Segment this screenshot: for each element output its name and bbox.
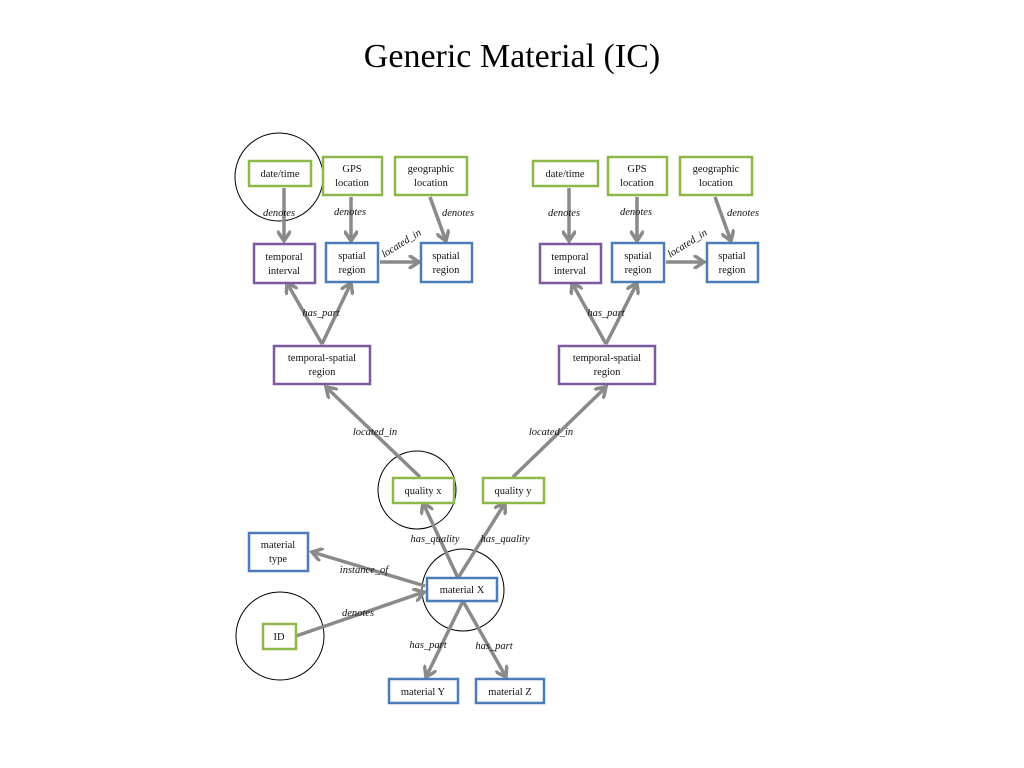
svg-text:spatial: spatial xyxy=(432,251,459,262)
edge-has-part-ti-right xyxy=(572,283,608,345)
node-temporal-interval-left[interactable]: temporal interval xyxy=(252,242,317,285)
svg-text:interval: interval xyxy=(268,266,300,277)
svg-text:GPS: GPS xyxy=(627,164,646,175)
svg-text:date/time: date/time xyxy=(260,169,299,180)
svg-text:region: region xyxy=(339,265,367,276)
node-datetime-right[interactable]: date/time xyxy=(531,159,600,188)
highlight-circle-quality-x xyxy=(377,450,457,530)
svg-text:material X: material X xyxy=(440,585,485,596)
label-has-part: has_part xyxy=(302,308,340,319)
svg-text:spatial: spatial xyxy=(718,251,745,262)
svg-text:region: region xyxy=(719,265,747,276)
edge-has-quality-x xyxy=(423,503,460,579)
label-has-quality: has_quality xyxy=(481,534,530,545)
label-has-quality: has_quality xyxy=(411,534,460,545)
svg-text:temporal-spatial: temporal-spatial xyxy=(288,353,356,364)
label-has-part: has_part xyxy=(587,308,625,319)
label-located-in: located_in xyxy=(666,227,709,260)
label-denotes: denotes xyxy=(342,608,374,619)
label-denotes: denotes xyxy=(727,208,759,219)
highlight-circle-id xyxy=(235,591,325,681)
label-denotes: denotes xyxy=(548,208,580,219)
svg-text:material Z: material Z xyxy=(488,687,531,698)
edge-has-part-my xyxy=(426,600,465,677)
label-located-in: located_in xyxy=(353,427,397,438)
edge-instance-of xyxy=(312,552,426,588)
label-denotes: denotes xyxy=(442,208,474,219)
node-datetime-left[interactable]: date/time xyxy=(247,159,313,188)
edge-located-in-qy xyxy=(511,387,606,479)
label-located-in: located_in xyxy=(380,227,423,260)
svg-text:spatial: spatial xyxy=(624,251,651,262)
label-located-in: located_in xyxy=(529,427,573,438)
edge-has-part-sr-left xyxy=(320,283,351,345)
node-spatial-region-right-2[interactable]: spatial region xyxy=(705,241,760,284)
label-has-part: has_part xyxy=(409,640,447,651)
edge-has-part-mz xyxy=(461,600,506,677)
svg-text:date/time: date/time xyxy=(545,169,584,180)
label-denotes: denotes xyxy=(334,207,366,218)
node-gps-location-right[interactable]: GPS location xyxy=(606,155,669,197)
edge-located-in-qx xyxy=(326,387,422,479)
edges-left xyxy=(284,188,446,479)
svg-text:quality x: quality x xyxy=(404,486,442,497)
edges-right xyxy=(511,188,731,479)
svg-text:location: location xyxy=(335,178,370,189)
svg-text:ID: ID xyxy=(273,632,284,643)
svg-text:region: region xyxy=(625,265,653,276)
node-temporal-interval-right[interactable]: temporal interval xyxy=(538,242,603,285)
node-material-y[interactable]: material Y xyxy=(387,677,460,705)
node-spatial-region-left-2[interactable]: spatial region xyxy=(419,241,474,284)
node-temporal-spatial-region-left[interactable]: temporal-spatial region xyxy=(272,344,372,386)
label-denotes: denotes xyxy=(263,208,295,219)
svg-text:type: type xyxy=(269,554,287,565)
edge-denotes-id xyxy=(295,592,424,638)
label-denotes: denotes xyxy=(620,207,652,218)
edge-denotes-geo-left xyxy=(428,196,446,241)
page-title: Generic Material (IC) xyxy=(363,38,661,75)
svg-text:temporal: temporal xyxy=(551,252,588,263)
edges-bottom xyxy=(295,503,506,677)
svg-text:material: material xyxy=(261,540,295,551)
node-material-x[interactable]: material X xyxy=(425,576,499,603)
svg-text:geographic: geographic xyxy=(693,164,740,175)
label-instance-of: instance_of xyxy=(340,565,390,576)
node-material-z[interactable]: material Z xyxy=(474,677,546,705)
node-geographic-location-left[interactable]: geographic location xyxy=(393,155,469,197)
node-material-type[interactable]: material type xyxy=(247,531,310,573)
edge-has-quality-y xyxy=(456,503,505,579)
svg-text:region: region xyxy=(594,367,622,378)
svg-text:spatial: spatial xyxy=(338,251,365,262)
node-spatial-region-right-1[interactable]: spatial region xyxy=(610,241,666,284)
node-geographic-location-right[interactable]: geographic location xyxy=(678,155,754,197)
svg-text:geographic: geographic xyxy=(408,164,455,175)
edge-denotes-geo-right xyxy=(713,196,731,241)
svg-text:region: region xyxy=(309,367,337,378)
svg-text:location: location xyxy=(620,178,655,189)
label-has-part: has_part xyxy=(475,641,513,652)
node-quality-x[interactable]: quality x xyxy=(391,476,456,505)
svg-text:temporal-spatial: temporal-spatial xyxy=(573,353,641,364)
node-gps-location-left[interactable]: GPS location xyxy=(321,155,384,197)
svg-text:region: region xyxy=(433,265,461,276)
svg-text:material Y: material Y xyxy=(401,687,446,698)
node-quality-y[interactable]: quality y xyxy=(481,476,546,505)
svg-text:location: location xyxy=(414,178,449,189)
svg-text:interval: interval xyxy=(554,266,586,277)
node-temporal-spatial-region-right[interactable]: temporal-spatial region xyxy=(557,344,657,386)
svg-text:temporal: temporal xyxy=(265,252,302,263)
node-spatial-region-left-1[interactable]: spatial region xyxy=(324,241,380,284)
svg-text:location: location xyxy=(699,178,734,189)
node-id[interactable]: ID xyxy=(261,622,298,651)
svg-text:GPS: GPS xyxy=(342,164,361,175)
svg-text:quality y: quality y xyxy=(494,486,532,497)
edge-has-part-ti-left xyxy=(287,283,324,345)
edge-has-part-sr-right xyxy=(604,283,637,345)
